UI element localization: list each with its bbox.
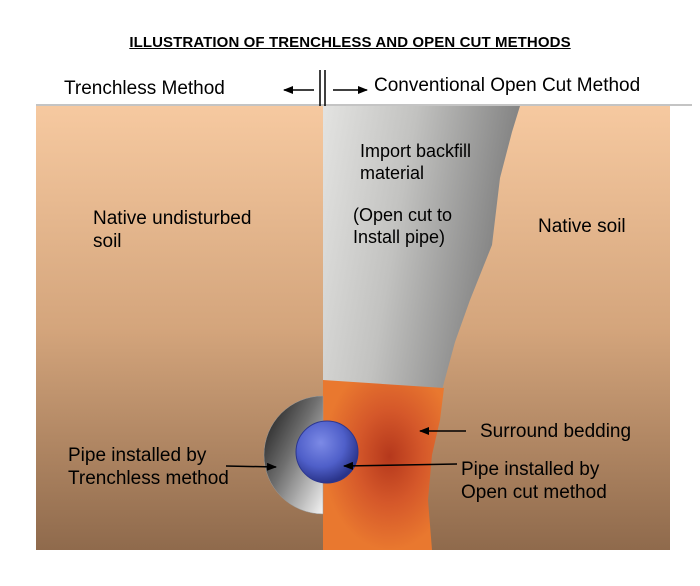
native-soil-label: Native soil: [538, 216, 626, 237]
backfill-trench: [323, 106, 520, 390]
trenchless-pipe-arrow: [225, 462, 277, 471]
open-cut-note-label: (Open cut to Install pipe): [353, 205, 453, 247]
trenchless-method-label: Trenchless Method: [64, 78, 225, 99]
open-cut-method-label: Conventional Open Cut Method: [374, 75, 641, 96]
installed-pipe: [295, 420, 359, 484]
import-backfill-label: Import backfill material: [360, 141, 472, 183]
native-undisturbed-soil-label: Native undisturbed soil: [93, 208, 252, 252]
open-cut-pipe-arrow: [343, 461, 458, 470]
trenchless-bore: [263, 395, 324, 515]
surround-bedding-label: Surround bedding: [480, 421, 632, 442]
pipe-trenchless-label: Pipe installed by Trenchless method: [68, 445, 229, 489]
diagram-title: ILLUSTRATION OF TRENCHLESS AND OPEN CUT …: [129, 34, 571, 51]
pipe-open-cut-label: Pipe installed by Open cut method: [461, 459, 607, 503]
